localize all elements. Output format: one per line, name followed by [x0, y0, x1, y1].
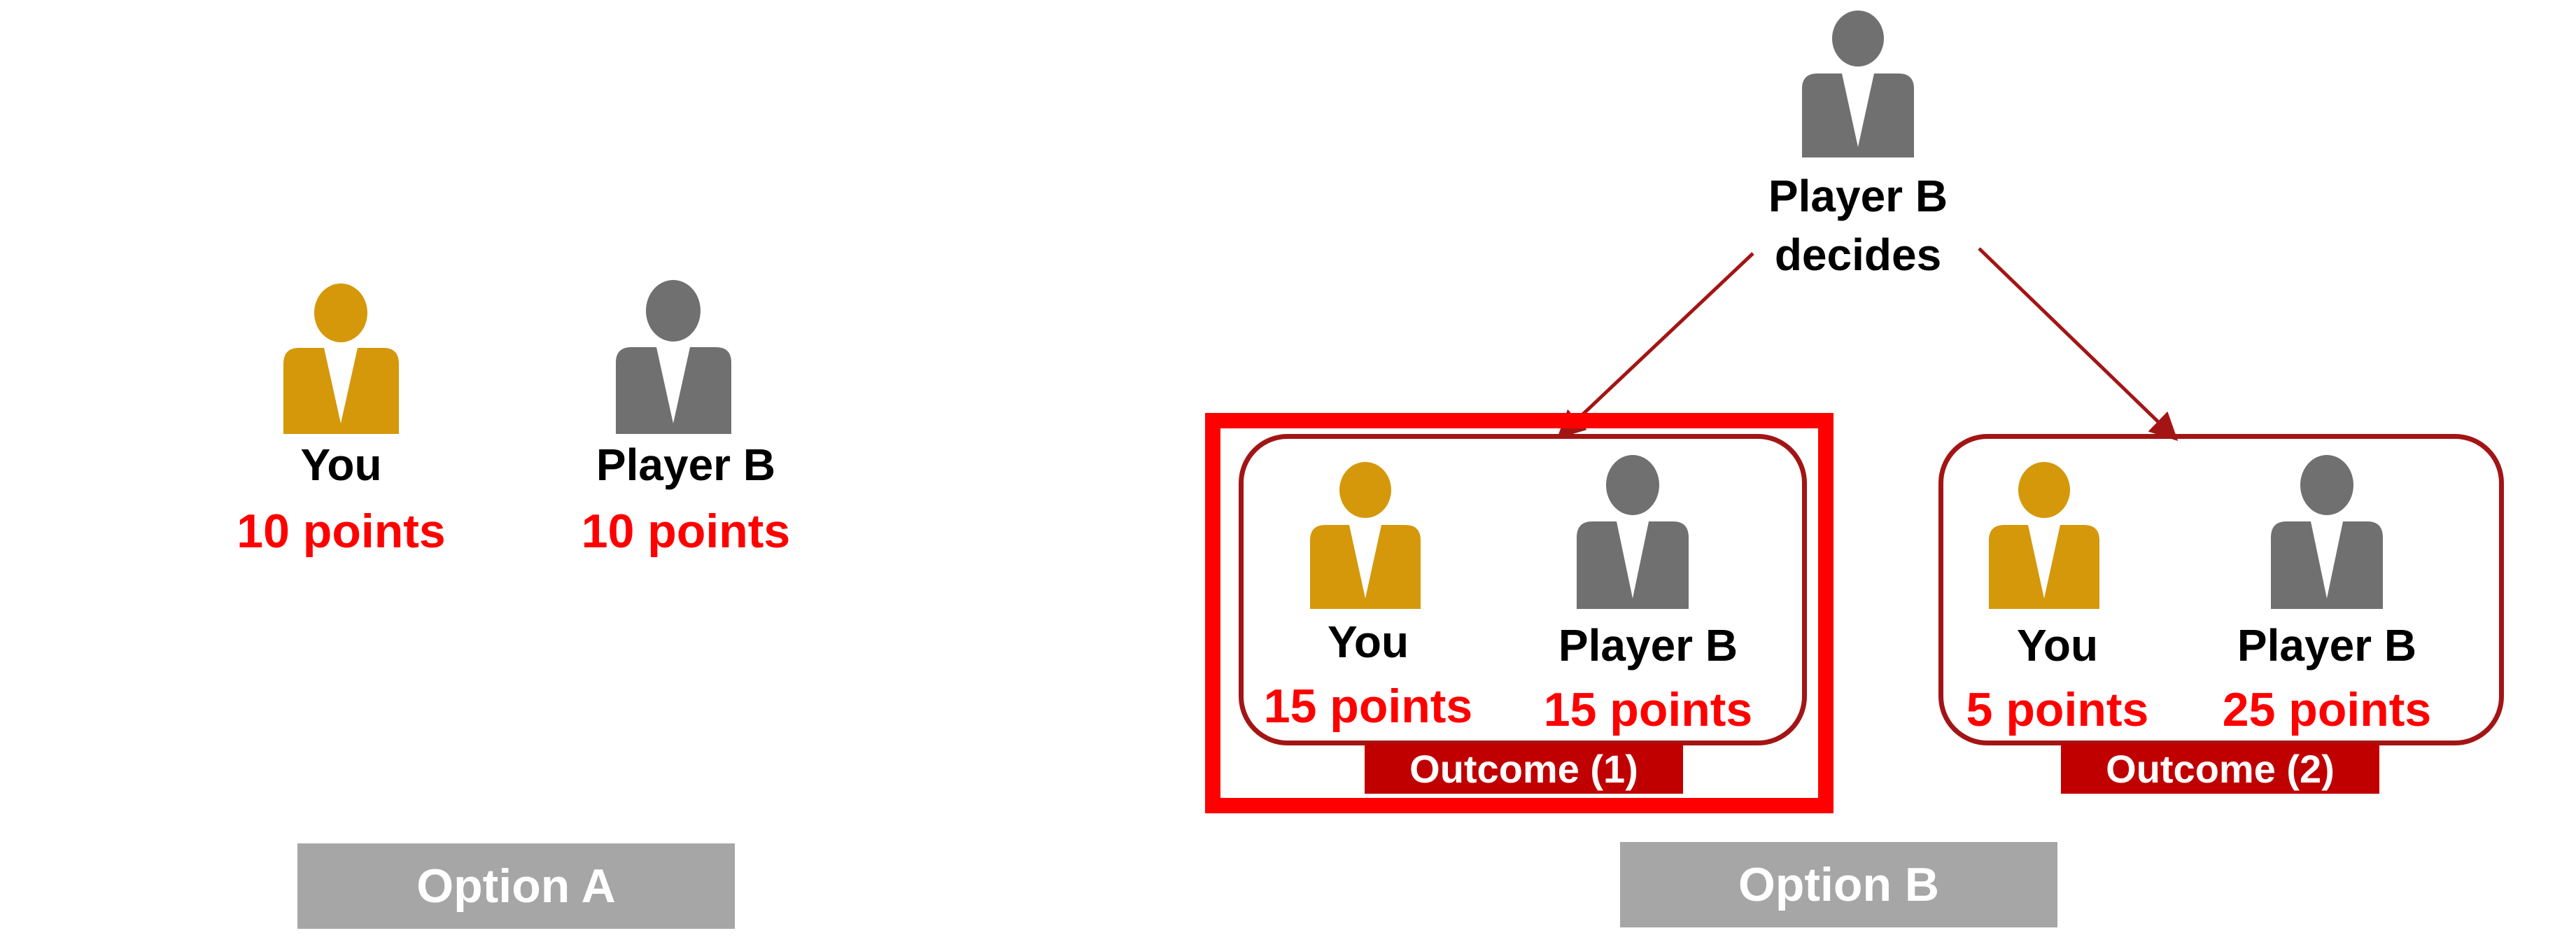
option-a-you-points: 10 points	[237, 505, 446, 558]
you-person-icon	[1989, 462, 2099, 609]
option-b-button[interactable]: Option B	[1620, 842, 2057, 927]
outcome-1-you-points: 15 points	[1263, 680, 1473, 733]
option-a-you-name: You	[300, 440, 382, 490]
outcome-1-player-b-points: 15 points	[1543, 683, 1753, 736]
you-person-icon	[1310, 462, 1421, 609]
option-a-player-b-name: Player B	[596, 440, 776, 490]
outcome-1-box[interactable]	[1239, 434, 1807, 745]
outcome-2-player-b-name: Player B	[2237, 620, 2417, 671]
option-a-button[interactable]: Option A	[297, 843, 735, 929]
outcome-2-tag: Outcome (2)	[2061, 743, 2379, 794]
decider-label-line2: decides	[1774, 230, 1942, 280]
decider-person-icon	[1802, 10, 1914, 157]
decider-label-line1: Player B	[1768, 171, 1948, 221]
arrow-to-outcome-1	[1556, 252, 1754, 439]
player-b-person-icon	[616, 280, 731, 434]
outcome-2-you-points: 5 points	[1966, 683, 2149, 736]
arrow-to-outcome-2	[1978, 247, 2179, 441]
outcome-2-box[interactable]	[1938, 434, 2504, 745]
outcome-2-you-name: You	[2016, 620, 2099, 671]
player-b-person-icon	[1577, 455, 1689, 609]
outcome-1-selection-highlight	[1205, 413, 1834, 813]
outcome-2-player-b-points: 25 points	[2222, 683, 2432, 736]
player-b-person-icon	[2271, 455, 2383, 609]
you-person-icon	[283, 283, 399, 434]
outcome-1-you-name: You	[1327, 617, 1409, 667]
outcome-1-player-b-name: Player B	[1558, 620, 1738, 671]
option-a-player-b-points: 10 points	[581, 505, 791, 558]
outcome-1-tag: Outcome (1)	[1365, 743, 1683, 794]
